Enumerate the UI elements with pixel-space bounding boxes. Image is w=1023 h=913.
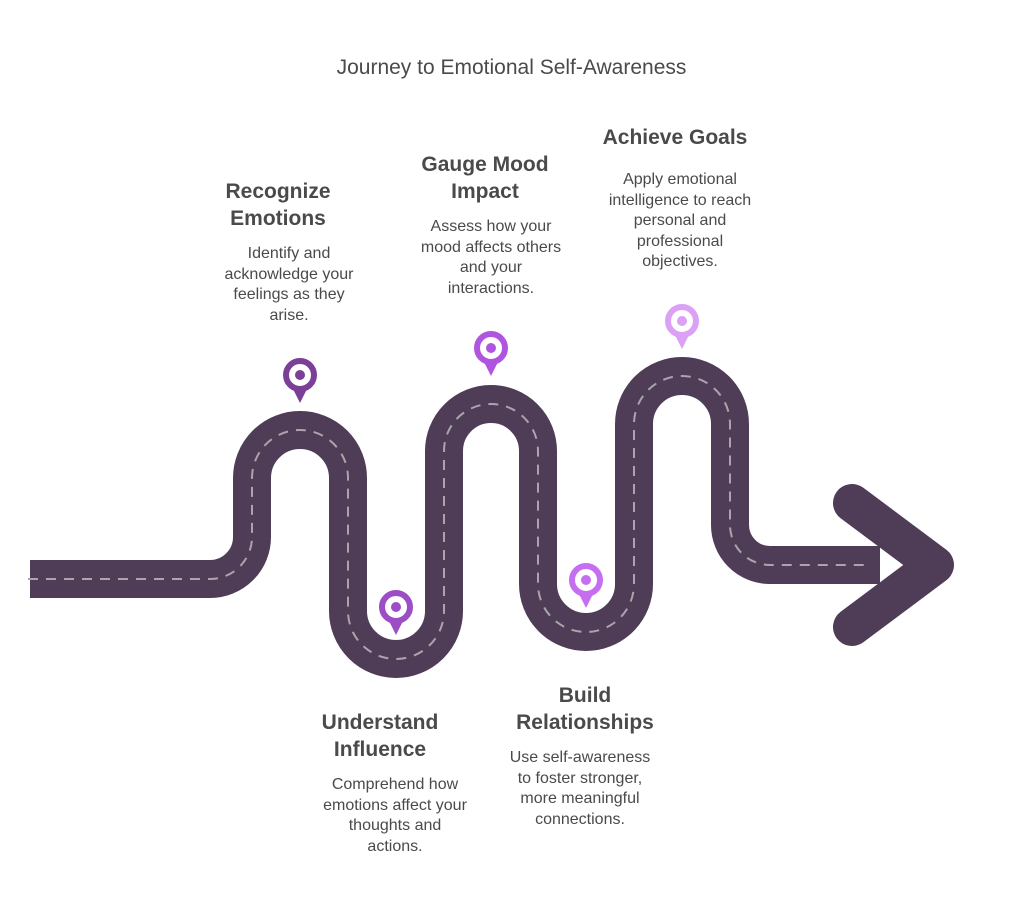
- desc-line: Assess how your: [430, 218, 552, 235]
- desc-line: Use self-awareness: [509, 749, 651, 766]
- step-description: Identify and acknowledge your feelings a…: [222, 244, 356, 326]
- winding-road: [30, 357, 880, 678]
- step-build-relationships: Build Relationships Use self-awareness t…: [490, 682, 680, 830]
- step-heading: Understand Influence: [270, 709, 490, 763]
- desc-line: mood affects others: [420, 238, 562, 256]
- desc-line: personal and: [633, 212, 727, 229]
- step-description: Apply emotional intelligence to reach pe…: [590, 170, 770, 273]
- step-description: Use self-awareness to foster stronger, m…: [480, 748, 680, 830]
- heading-line: Recognize: [225, 180, 331, 203]
- desc-line: thoughts and: [348, 817, 442, 834]
- heading-line: Influence: [333, 738, 427, 761]
- desc-line: emotions affect your: [323, 796, 467, 814]
- step-understand-influence: Understand Influence Comprehend how emot…: [300, 709, 490, 857]
- step-recognize-emotions: Recognize Emotions Identify and acknowle…: [200, 178, 356, 326]
- location-pin-icon: [569, 563, 603, 608]
- location-pin-icon: [379, 590, 413, 635]
- heading-line: Build: [558, 684, 612, 707]
- step-heading: Recognize Emotions: [200, 178, 356, 232]
- location-pin-icon: [665, 304, 699, 349]
- step-heading: Build Relationships: [490, 682, 680, 736]
- desc-line: actions.: [367, 837, 423, 855]
- step-description: Comprehend how emotions affect your thou…: [300, 775, 490, 857]
- heading-line: Gauge Mood: [421, 153, 549, 176]
- location-pin-icon: [283, 358, 317, 403]
- heading-line: Relationships: [516, 711, 654, 734]
- arrow-right-icon: [833, 484, 954, 646]
- desc-line: to foster stronger,: [517, 769, 643, 787]
- step-heading: Achieve Goals: [580, 124, 770, 151]
- heading-line: Impact: [451, 180, 519, 203]
- heading-line: Understand: [321, 711, 439, 734]
- desc-line: Comprehend how: [331, 776, 459, 793]
- lane-marking: [28, 375, 868, 660]
- desc-line: objectives.: [642, 253, 718, 270]
- desc-line: arise.: [269, 306, 309, 324]
- desc-line: connections.: [535, 810, 625, 828]
- location-pin-icon: [474, 331, 508, 376]
- desc-line: feelings as they: [233, 286, 345, 303]
- heading-line: Achieve Goals: [602, 126, 748, 149]
- desc-line: Apply emotional: [623, 171, 737, 188]
- desc-line: Identify and: [247, 245, 331, 262]
- desc-line: professional: [636, 232, 724, 250]
- desc-line: acknowledge your: [224, 265, 354, 283]
- desc-line: intelligence to reach: [608, 191, 752, 209]
- step-gauge-mood-impact: Gauge Mood Impact Assess how your mood a…: [398, 151, 584, 299]
- heading-line: Emotions: [230, 207, 326, 230]
- step-achieve-goals: Achieve Goals Apply emotional intelligen…: [590, 124, 770, 273]
- step-heading: Gauge Mood Impact: [386, 151, 584, 205]
- desc-line: interactions.: [447, 279, 535, 297]
- step-description: Assess how your mood affects others and …: [398, 217, 584, 299]
- desc-line: and your: [459, 259, 523, 276]
- diagram-title: Journey to Emotional Self-Awareness: [336, 56, 687, 79]
- desc-line: more meaningful: [520, 790, 640, 807]
